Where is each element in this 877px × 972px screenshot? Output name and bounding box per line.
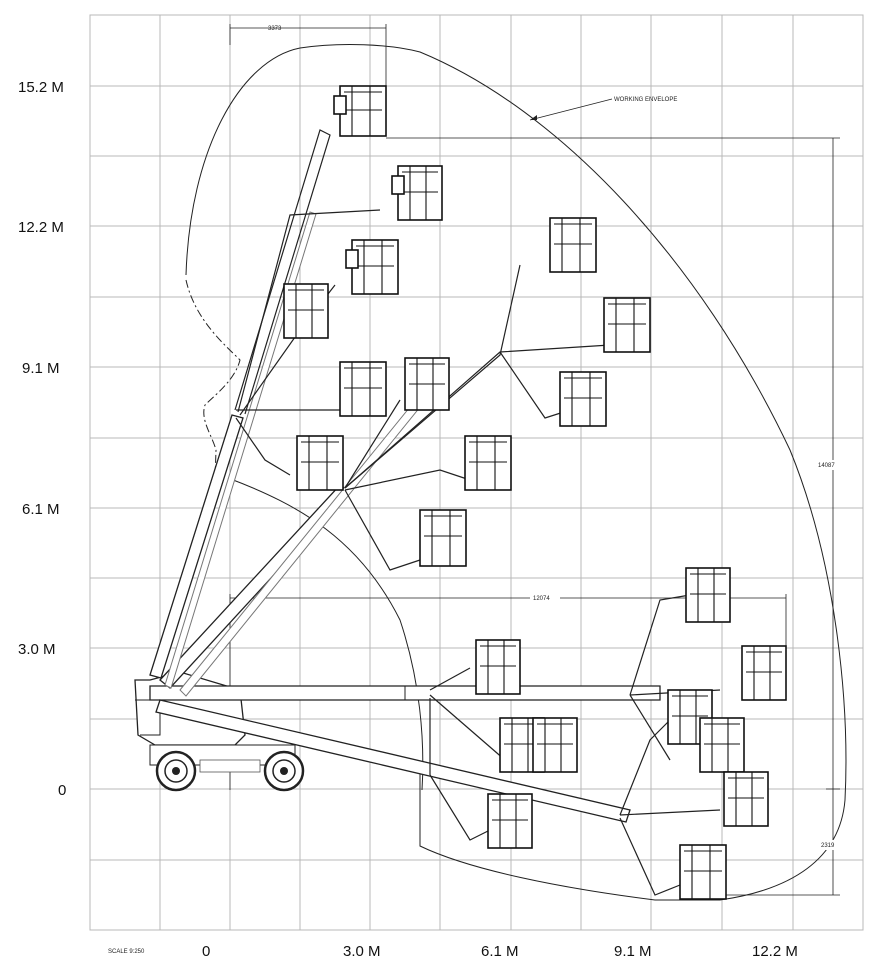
front-wheel — [155, 750, 197, 792]
platform-baskets — [283, 85, 787, 900]
boom-positions — [149, 211, 661, 823]
y-tick-label: 0 — [58, 782, 66, 799]
inner-envelope — [227, 477, 424, 791]
y-tick-label: 15.2 M — [18, 79, 64, 96]
platform-basket — [603, 297, 651, 353]
dimension-top-offset: 3373 — [268, 26, 282, 32]
dimension-below-grade: 2319 — [821, 843, 835, 849]
dimension-max-height: 14087 — [818, 463, 835, 469]
platform-basket — [296, 435, 344, 491]
platform-basket — [685, 567, 731, 623]
platform-basket — [333, 85, 387, 137]
x-tick-label: 9.1 M — [614, 943, 652, 960]
platform-basket — [283, 283, 329, 339]
working-envelope-label: WORKING ENVELOPE — [614, 97, 677, 103]
x-tick-label: 6.1 M — [481, 943, 519, 960]
x-tick-label: 3.0 M — [343, 943, 381, 960]
platform-basket — [723, 771, 769, 827]
platform-basket — [345, 239, 399, 295]
platform-basket — [404, 357, 450, 411]
platform-basket — [532, 717, 578, 773]
y-tick-label: 6.1 M — [22, 501, 60, 518]
working-envelope-outline — [185, 44, 847, 901]
platform-basket — [464, 435, 512, 491]
y-tick-label: 12.2 M — [18, 219, 64, 236]
platform-basket — [475, 639, 521, 695]
platform-basket — [741, 645, 787, 701]
y-tick-label: 3.0 M — [18, 641, 56, 658]
platform-basket — [419, 509, 467, 567]
y-tick-label: 9.1 M — [22, 360, 60, 377]
x-tick-label: 0 — [202, 943, 210, 960]
platform-basket — [339, 361, 387, 417]
platform-basket — [487, 793, 533, 849]
platform-basket — [549, 217, 597, 273]
x-tick-label: 12.2 M — [752, 943, 798, 960]
rear-wheel — [263, 750, 305, 792]
platform-basket — [699, 717, 745, 773]
dimension-max-outreach: 12074 — [533, 596, 550, 602]
inner-envelope-dashed — [185, 279, 241, 481]
platform-basket — [679, 844, 727, 900]
platform-basket — [559, 371, 607, 427]
platform-basket — [391, 165, 443, 221]
scale-note: SCALE 9:250 — [108, 949, 145, 955]
